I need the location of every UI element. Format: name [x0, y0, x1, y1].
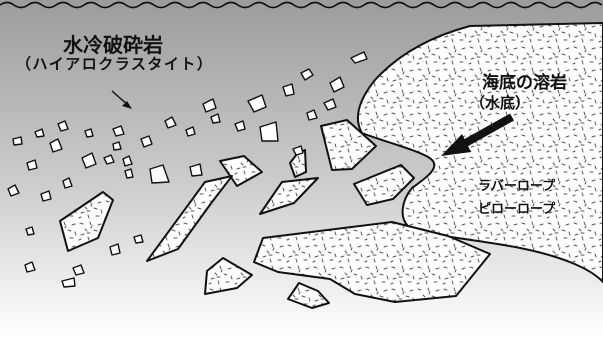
- large-lava-lobe: [253, 221, 491, 303]
- fragment: [62, 177, 73, 189]
- seafloor-lava-subtitle: （水底）: [470, 94, 531, 112]
- lava-lobe: [320, 119, 377, 171]
- fragment: [122, 155, 133, 167]
- fragment: [84, 128, 94, 138]
- seafloor-lava-title: 海底の溶岩: [482, 73, 567, 93]
- lava-shard: [59, 191, 114, 252]
- hyaloclastite-subtitle: （ハイアロクラスタイト）: [16, 55, 214, 73]
- pointer-arrow-icon: [111, 90, 132, 109]
- fragment: [26, 159, 38, 171]
- lava-lobe: [287, 282, 330, 309]
- fragment: [24, 261, 36, 273]
- fragment: [149, 164, 170, 184]
- lava-lobe: [353, 164, 415, 206]
- fragment: [164, 116, 177, 129]
- hyaloclastite-fragments: [7, 51, 368, 288]
- fragment: [72, 264, 85, 276]
- fragment: [12, 136, 23, 146]
- pillow-lava-label: ピローロープ: [478, 202, 556, 217]
- lava-lobe: [259, 177, 319, 215]
- fragment: [49, 138, 63, 153]
- fragment: [124, 168, 134, 179]
- fragment: [103, 154, 115, 165]
- fragment: [234, 120, 246, 132]
- fragment: [210, 113, 221, 124]
- fragment: [292, 145, 304, 156]
- fragment: [282, 83, 295, 97]
- fragment: [7, 184, 20, 197]
- fragment: [306, 109, 318, 121]
- fragment: [81, 152, 97, 169]
- fragment: [57, 120, 69, 132]
- lava-shard: [146, 175, 233, 262]
- fragment: [40, 190, 52, 202]
- flow-arrow-icon: [441, 113, 514, 156]
- lava-lobes: [59, 119, 491, 309]
- fragment: [259, 121, 279, 142]
- fragment: [61, 277, 76, 288]
- fragment: [323, 98, 337, 111]
- fragment: [247, 94, 267, 113]
- fragment: [109, 243, 121, 256]
- fragment: [133, 234, 144, 244]
- fragment: [350, 51, 368, 64]
- fragment: [329, 76, 345, 93]
- fragment: [185, 126, 196, 137]
- fragment: [34, 128, 45, 138]
- fragment: [189, 163, 203, 177]
- ropy-lava-label: ラバーロープ: [478, 179, 556, 194]
- fragment: [300, 68, 314, 81]
- hyaloclastite-title: 水冷破砕岩: [63, 33, 163, 57]
- water-surface-line: [0, 1, 603, 9]
- fragment: [202, 98, 217, 113]
- fragment: [140, 135, 153, 148]
- lava-lobe: [204, 257, 253, 295]
- seafloor-lava-mass: [356, 21, 603, 284]
- fragment: [112, 141, 122, 151]
- fragment: [25, 226, 35, 236]
- fragment: [112, 125, 125, 137]
